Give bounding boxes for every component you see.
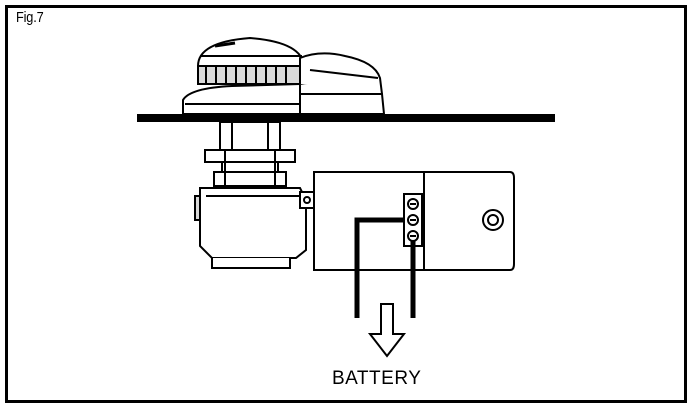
- battery-cables: [354, 217, 416, 318]
- figure-label: Fig.7: [16, 9, 44, 26]
- terminal-screws-icon: [403, 193, 423, 247]
- down-arrow-icon: [367, 303, 407, 358]
- windlass-deck-unit-icon: [182, 36, 386, 115]
- shaft-flange: [204, 121, 296, 187]
- gearbox-icon: [194, 187, 315, 269]
- deck-plate: [137, 114, 555, 122]
- battery-caption: BATTERY: [332, 368, 422, 389]
